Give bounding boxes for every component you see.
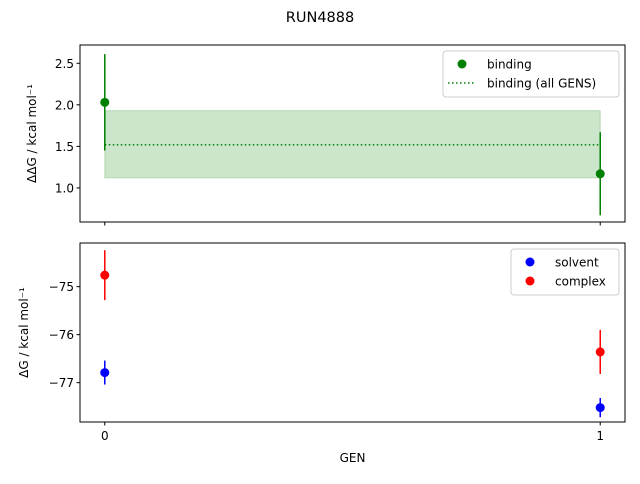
y-axis-label: ΔG / kcal mol⁻¹ — [17, 287, 31, 378]
axes-frame — [79, 242, 626, 423]
bottom-axes: −77 −76 −75 0 1 ΔG / kcal mol⁻¹ GEN solvent comp… — [17, 242, 626, 465]
y-tick-label: −77 — [49, 376, 74, 390]
legend-label: solvent — [555, 256, 599, 270]
data-point-solvent — [595, 403, 605, 413]
x-tick-label: 1 — [596, 429, 604, 443]
legend-label: binding — [487, 58, 532, 72]
legend-label: complex — [555, 275, 606, 289]
data-point-binding — [100, 97, 110, 107]
legend-marker — [525, 257, 535, 267]
y-tick-label: 1.0 — [55, 181, 74, 195]
y-tick-label: 1.5 — [55, 140, 74, 154]
data-point-complex — [595, 347, 605, 357]
y-tick-label: 2.5 — [55, 57, 74, 71]
y-tick-label: −76 — [49, 328, 74, 342]
legend: solvent complex — [510, 248, 620, 296]
data-point-binding — [595, 169, 605, 179]
legend-marker — [457, 59, 467, 69]
y-axis-label: ΔΔG / kcal mol⁻¹ — [25, 84, 39, 183]
axes-frame — [79, 44, 626, 223]
legend-marker — [525, 276, 535, 286]
legend-frame — [510, 248, 620, 296]
legend-frame — [442, 50, 620, 98]
x-tick-label: 0 — [101, 429, 109, 443]
y-tick-label: −75 — [49, 280, 74, 294]
data-point-complex — [100, 270, 110, 280]
data-point-solvent — [100, 368, 110, 378]
legend-label: binding (all GENS) — [487, 77, 596, 91]
chart-title: RUN4888 — [286, 10, 354, 26]
y-tick-label: 2.0 — [55, 98, 74, 112]
x-axis-label: GEN — [340, 451, 366, 465]
legend: binding binding (all GENS) — [442, 50, 620, 98]
